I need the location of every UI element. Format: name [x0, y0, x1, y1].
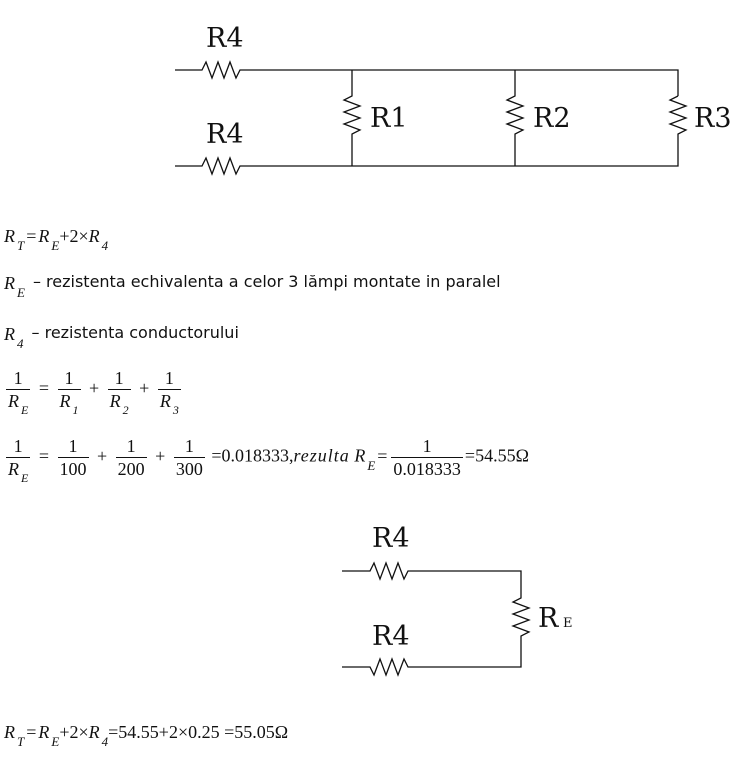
label-r4-top-2: R4 — [372, 523, 410, 554]
label-r2: R2 — [533, 103, 571, 134]
wire-bottom — [175, 140, 679, 176]
circuit-diagram-parallel: R4 R4 R1 R2 R3 — [175, 23, 732, 176]
circuit-diagram-equivalent: R4 R4 R E — [342, 523, 573, 677]
resistor-r2 — [505, 70, 525, 166]
wire-top-2 — [342, 561, 531, 677]
resistor-r3 — [668, 95, 688, 140]
label-re-subscript: E — [563, 616, 573, 631]
label-r4-top: R4 — [206, 23, 244, 54]
label-r3: R3 — [694, 103, 732, 134]
label-re: R — [538, 603, 559, 634]
label-r4-bottom: R4 — [206, 119, 244, 150]
resistor-r1 — [342, 70, 362, 166]
label-r1: R1 — [370, 103, 408, 134]
label-r4-bottom-2: R4 — [372, 621, 410, 652]
wire-top — [175, 60, 679, 96]
